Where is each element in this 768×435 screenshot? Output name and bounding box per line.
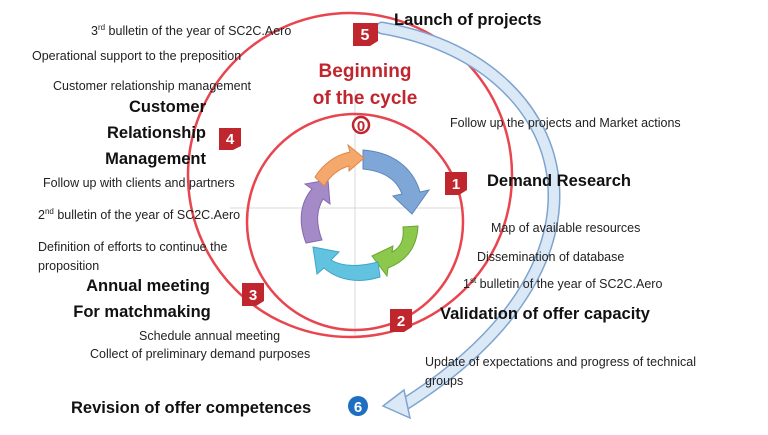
start-marker: 0 bbox=[351, 115, 371, 135]
stage-5-heading: Launch of projects bbox=[394, 11, 542, 29]
stage-4-heading-3: Management bbox=[105, 150, 206, 168]
stage-3-heading-1: Annual meeting bbox=[86, 277, 210, 295]
stage-5-item-operational-support: Operational support to the preposition bbox=[32, 49, 242, 63]
stage-5-bulletin: 3rd bulletin of the year of SC2C.Aero bbox=[91, 22, 292, 38]
svg-text:6: 6 bbox=[354, 399, 362, 416]
stage-2-item-update-expectations: Update of expectations and progress of t… bbox=[425, 355, 697, 388]
stage-4-item-definition-efforts: Definition of efforts to continue the pr… bbox=[38, 240, 228, 273]
stage-1-bulletin: 1st bulletin of the year of SC2C.Aero bbox=[463, 275, 663, 291]
cycle-arrow-purple bbox=[300, 179, 331, 244]
cycle-arrow-green bbox=[371, 225, 419, 278]
stage-1-marker: 1 bbox=[445, 172, 467, 195]
svg-text:3: 3 bbox=[249, 287, 257, 304]
svg-text:0: 0 bbox=[357, 118, 365, 135]
stage-1-item-map-resources: Map of available resources bbox=[491, 221, 641, 235]
cycle-arrow-blue bbox=[362, 149, 431, 215]
stage-4-item-crm: Customer relationship management bbox=[53, 79, 252, 93]
stage-4-heading-2: Relationship bbox=[106, 124, 206, 142]
svg-text:2: 2 bbox=[397, 313, 405, 330]
revision-arc-arrow bbox=[375, 21, 561, 411]
cycle-arrow-cyan bbox=[312, 246, 381, 281]
outer-cycle-circle bbox=[186, 11, 514, 339]
svg-text:4: 4 bbox=[226, 131, 235, 148]
stage-3-item-schedule: Schedule annual meeting bbox=[139, 329, 281, 343]
stage-3-item-collect: Collect of preliminary demand purposes bbox=[90, 347, 311, 361]
stage-4-marker: 4 bbox=[219, 128, 241, 150]
svg-text:5: 5 bbox=[361, 27, 370, 44]
stage-4-item-follow-up-clients: Follow up with clients and partners bbox=[43, 176, 235, 190]
stage-2-marker: 2 bbox=[390, 309, 412, 332]
stage-4-bulletin: 2nd bulletin of the year of SC2C.Aero bbox=[38, 206, 241, 222]
cycle-arrow-orange bbox=[314, 143, 365, 187]
inner-cycle-circle bbox=[245, 112, 465, 332]
stage-1-heading: Demand Research bbox=[487, 172, 631, 190]
cycle-start-title-2: of the cycle bbox=[312, 88, 418, 109]
stage-2-heading: Validation of offer capacity bbox=[440, 305, 650, 323]
stage-3-marker: 3 bbox=[242, 283, 264, 306]
stage-4-heading-1: Customer bbox=[128, 98, 206, 116]
stage-6-badge: 6 bbox=[348, 396, 368, 416]
stage-5-item-follow-up-projects: Follow up the projects and Market action… bbox=[450, 116, 681, 130]
revision-arrow-head bbox=[381, 388, 412, 420]
cycle-start-title-1: Beginning bbox=[318, 61, 412, 82]
stage-1-item-dissemination: Dissemination of database bbox=[477, 250, 625, 264]
stage-5-marker: 5 bbox=[353, 23, 378, 46]
stage-3-heading-2: For matchmaking bbox=[73, 303, 211, 321]
stage-6-heading: Revision of offer competences bbox=[71, 399, 312, 417]
svg-text:1: 1 bbox=[452, 176, 460, 193]
